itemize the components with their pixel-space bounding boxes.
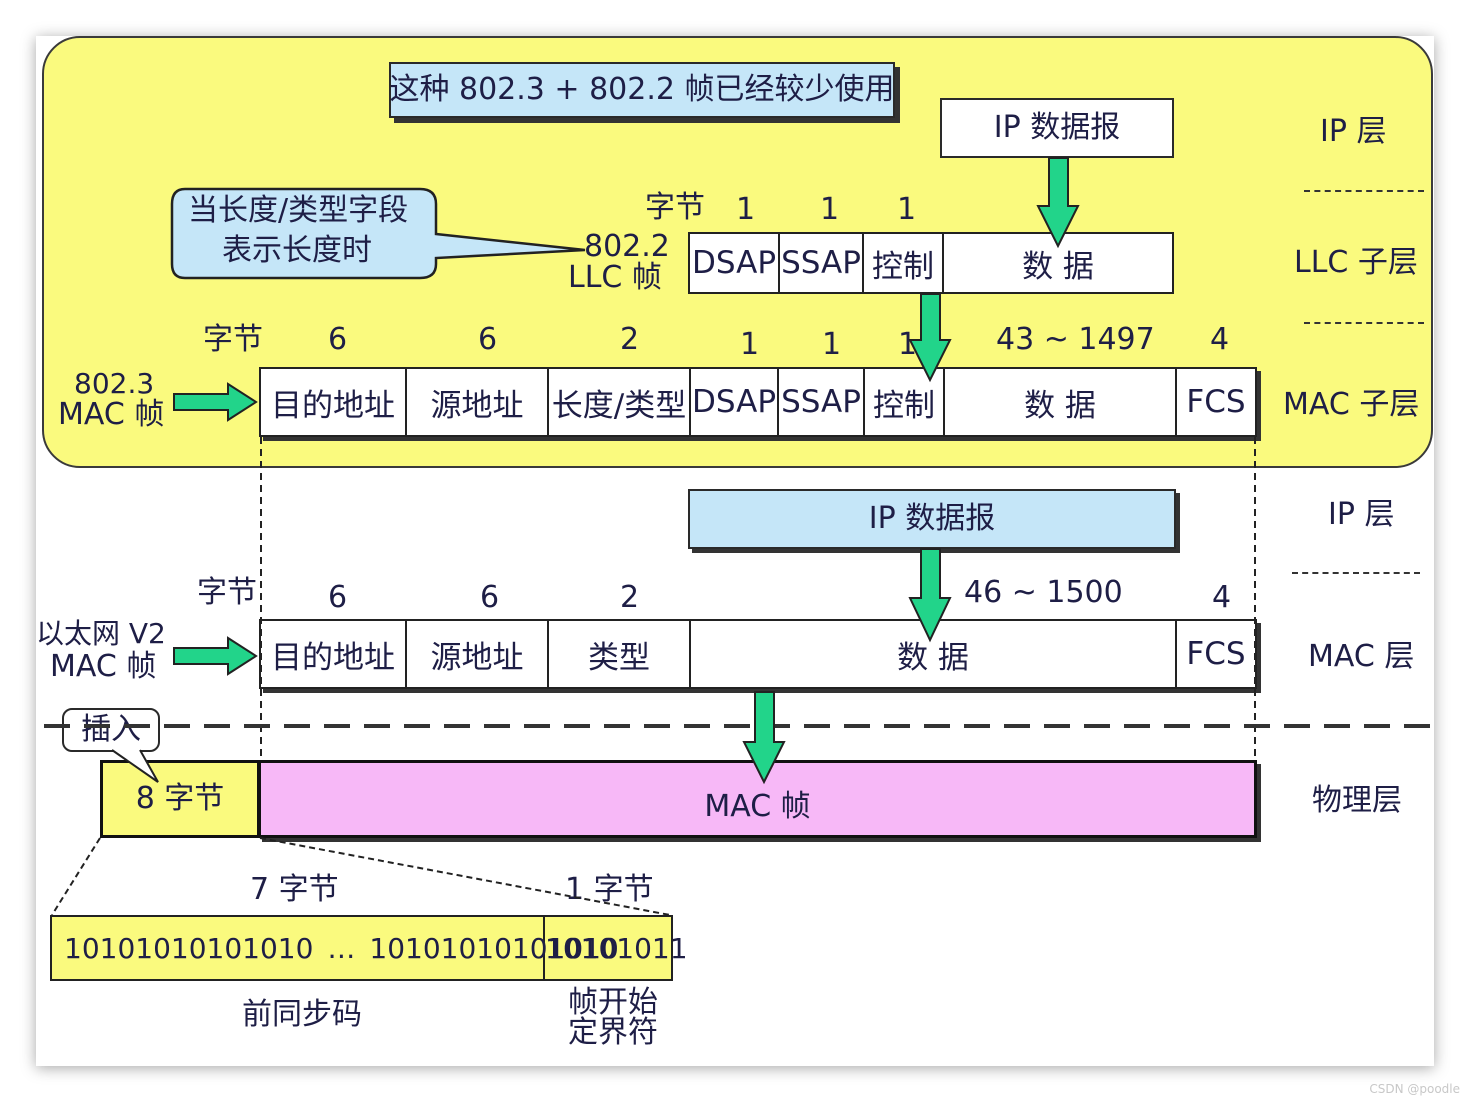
callout-line1: 当长度/类型字段 <box>188 193 409 228</box>
layer-divider-2 <box>1304 322 1424 324</box>
mac8023-bytes-label: 字节 <box>203 322 263 357</box>
sfd-line2: 定界符 <box>568 1015 658 1050</box>
bits-dots: … <box>327 931 356 965</box>
sfd-line1: 帧开始 <box>568 985 658 1020</box>
llc-byte-dsap: 1 <box>736 192 756 227</box>
ip-datagram-mid-label: IP 数据报 <box>868 501 996 536</box>
ethv2-byte-data: 46 ~ 1500 <box>964 575 1123 610</box>
ip-datagram-top: IP 数据报 <box>940 98 1174 158</box>
preamble-bits-seven: 10101010101010 … 10101010101010 <box>52 917 619 979</box>
mac8023-field-fcs: FCS <box>1186 384 1246 420</box>
llc-label-802-2: 802.2 <box>584 229 670 264</box>
mac8023-label-802-3: 802.3 <box>74 367 155 400</box>
layer-llc: LLC 子层 <box>1294 245 1418 280</box>
ethv2-field-src: 源地址 <box>407 621 549 687</box>
preamble-name: 前同步码 <box>242 997 362 1032</box>
mac8023-field-src: 源地址 <box>407 369 549 435</box>
llc-frame: DSAP SSAP 控制 数 据 <box>688 232 1174 294</box>
watermark: CSDN @poodle <box>1369 1082 1460 1096</box>
llc-byte-ctrl: 1 <box>897 192 917 227</box>
llc-bytes-label: 字节 <box>645 190 705 225</box>
ethv2-bytes-label: 字节 <box>197 575 257 610</box>
bits-b: 10101010101010 <box>369 931 619 965</box>
ethv2-byte-fcs: 4 <box>1212 580 1232 615</box>
title-text: 这种 802.3 + 802.2 帧已经较少使用 <box>389 72 895 107</box>
ethv2-label-frame: MAC 帧 <box>50 649 157 684</box>
ethv2-byte-type: 2 <box>620 580 640 615</box>
ethv2-field-fcs: FCS <box>1186 636 1246 672</box>
layer-ip-top: IP 层 <box>1320 114 1387 149</box>
layer-mac-sub: MAC 子层 <box>1283 387 1420 422</box>
llc-field-control: 控制 <box>864 234 944 292</box>
ethv2-field-dst: 目的地址 <box>261 621 407 687</box>
mac8023-label-frame: MAC 帧 <box>58 397 165 432</box>
mac8023-byte-dst: 6 <box>328 322 348 357</box>
mac8023-byte-src: 6 <box>478 322 498 357</box>
mac8023-byte-ssap: 1 <box>822 327 842 362</box>
llc-field-data: 数 据 <box>1022 248 1094 285</box>
mac8023-frame: 目的地址 源地址 长度/类型 DSAP SSAP 控制 数 据 FCS <box>259 367 1257 437</box>
llc-field-dsap: DSAP <box>690 234 780 292</box>
llc-label-frame: LLC 帧 <box>568 260 662 295</box>
mac8023-byte-fcs: 4 <box>1210 322 1230 357</box>
layer-divider-1 <box>1304 190 1424 192</box>
callout-line2: 表示长度时 <box>222 233 372 268</box>
ip-datagram-top-label: IP 数据报 <box>993 110 1121 145</box>
mac8023-field-ssap: SSAP <box>779 369 865 435</box>
bits-a: 10101010101010 <box>64 931 314 965</box>
preamble-bits: 10101010101010 … 10101010101010 10101011 <box>50 915 688 981</box>
ethv2-field-data: 数 据 <box>691 621 1177 687</box>
title-box: 这种 802.3 + 802.2 帧已经较少使用 <box>389 62 895 118</box>
layer-mac: MAC 层 <box>1308 639 1415 674</box>
llc-byte-ssap: 1 <box>820 192 840 227</box>
layer-ip-mid: IP 层 <box>1328 497 1395 532</box>
ethv2-field-type: 类型 <box>549 621 691 687</box>
mac8023-byte-data: 43 ~ 1497 <box>996 322 1155 357</box>
sfd-bits: 10101011 <box>545 931 688 965</box>
ip-datagram-mid: IP 数据报 <box>688 489 1176 549</box>
layer-physical: 物理层 <box>1312 783 1402 818</box>
mac-frame-label: MAC 帧 <box>704 789 811 824</box>
llc-field-ssap: SSAP <box>780 234 864 292</box>
mac8023-field-dst: 目的地址 <box>261 369 407 435</box>
ethv2-byte-dst: 6 <box>328 580 348 615</box>
layer-divider-3 <box>1292 572 1420 574</box>
mac8023-field-control: 控制 <box>865 369 945 435</box>
mac8023-byte-dsap: 1 <box>740 327 760 362</box>
ethv2-label-name: 以太网 V2 <box>36 617 166 650</box>
ethv2-byte-src: 6 <box>480 580 500 615</box>
insert-label: 插入 <box>81 712 141 747</box>
insert-callout: 插入 <box>62 708 160 752</box>
mac8023-field-data: 数 据 <box>945 369 1177 435</box>
preamble-bytes-label: 8 字节 <box>135 781 225 816</box>
mac8023-byte-len: 2 <box>620 322 640 357</box>
mac8023-field-length-type: 长度/类型 <box>549 369 691 435</box>
mac8023-field-dsap: DSAP <box>691 369 779 435</box>
